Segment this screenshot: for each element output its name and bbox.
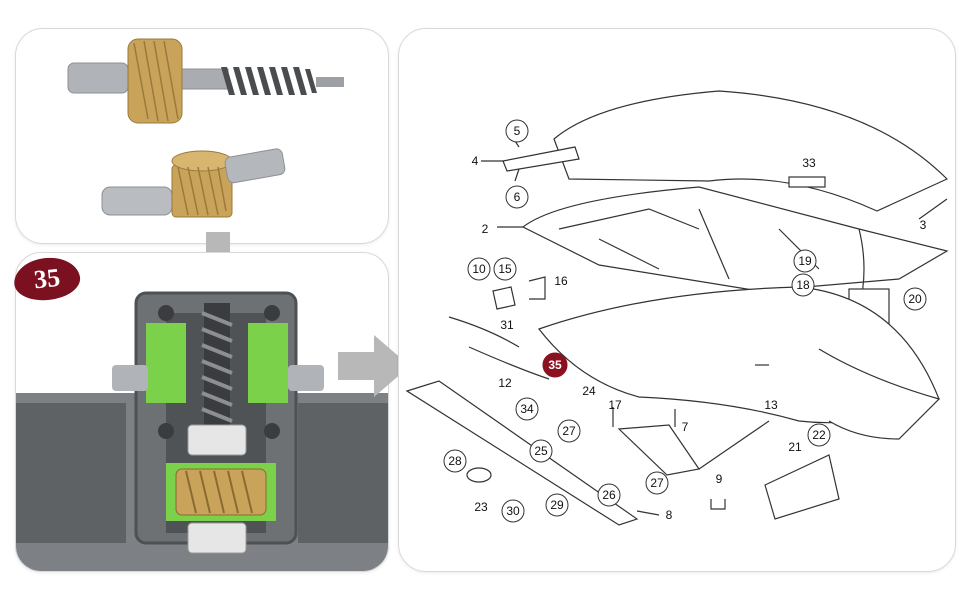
gear-parts-photo-panel <box>15 28 389 244</box>
lower-gear-shaft <box>101 148 286 218</box>
rail-shape <box>405 380 639 526</box>
exploded-parts-diagram-panel: 5 4 6 33 3 2 10 15 16 19 18 20 31 35 12 … <box>398 28 956 572</box>
gearbox-cutaway-image <box>16 291 388 571</box>
callout-28: 28 <box>448 454 462 468</box>
callout-27a: 27 <box>562 424 576 438</box>
callout-30: 30 <box>506 504 520 518</box>
callout-27b: 27 <box>650 476 664 490</box>
callout-29: 29 <box>550 498 564 512</box>
callout-35-highlight: 35 <box>548 358 562 372</box>
callout-9: 9 <box>716 472 723 486</box>
callout-17: 17 <box>608 398 622 412</box>
callout-15: 15 <box>498 262 512 276</box>
callout-labels: 5 4 6 33 3 2 10 15 16 19 18 20 31 35 12 … <box>443 119 927 523</box>
callout-19: 19 <box>798 254 812 268</box>
right-arrow-icon <box>338 335 410 397</box>
callout-31: 31 <box>500 318 514 332</box>
convertible-top-exploded-diagram <box>405 90 949 526</box>
callout-5: 5 <box>514 124 521 138</box>
callout-10: 10 <box>472 262 486 276</box>
gearbox-cutaway-panel <box>15 252 389 572</box>
callout-2: 2 <box>482 222 489 236</box>
worm-gear-shafts-image <box>67 38 344 218</box>
callout-4: 4 <box>472 154 479 168</box>
callout-34: 34 <box>520 402 534 416</box>
callout-7: 7 <box>682 420 689 434</box>
callout-24: 24 <box>582 384 596 398</box>
callout-20: 20 <box>908 292 922 306</box>
callout-33: 33 <box>802 156 816 170</box>
callout-18: 18 <box>796 278 810 292</box>
callout-12: 12 <box>498 376 512 390</box>
callout-16: 16 <box>554 274 568 288</box>
callout-23: 23 <box>474 500 488 514</box>
callout-8: 8 <box>666 508 673 522</box>
callout-13: 13 <box>764 398 778 412</box>
top-cover-shape <box>553 90 949 212</box>
upper-worm-shaft <box>67 38 344 124</box>
callout-6: 6 <box>514 190 521 204</box>
callout-21: 21 <box>788 440 802 454</box>
bracket-shape <box>764 454 840 520</box>
callout-25: 25 <box>534 444 548 458</box>
callout-3: 3 <box>920 218 927 232</box>
callout-26: 26 <box>602 488 616 502</box>
callout-22: 22 <box>812 428 826 442</box>
